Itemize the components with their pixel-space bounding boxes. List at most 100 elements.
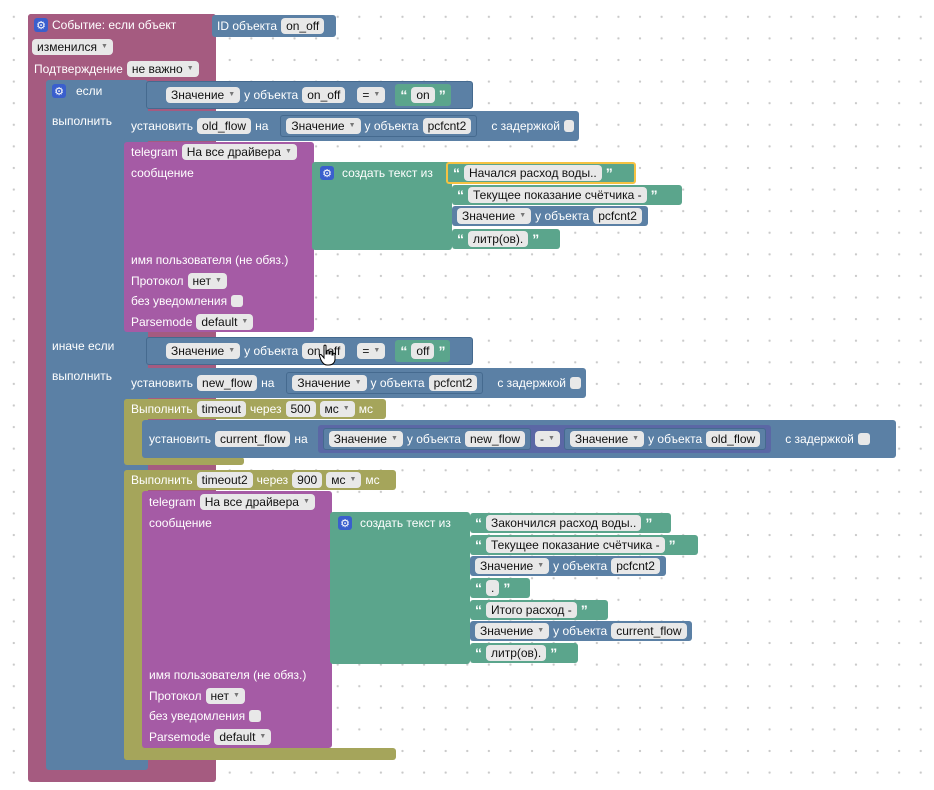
object-field[interactable]: new_flow (464, 431, 525, 447)
set-2-block[interactable]: установить new_flow на Значение▼ у объек… (124, 368, 586, 398)
value-block-a[interactable]: Значение▼ у объекта new_flow (322, 428, 531, 450)
chevron-down-icon: ▼ (232, 692, 240, 699)
confirm-label: Подтверждение (34, 62, 123, 76)
text-field[interactable]: . (486, 580, 500, 596)
text-field[interactable]: литр(ов). (486, 645, 547, 661)
operator-dropdown[interactable]: =▼ (357, 87, 386, 103)
value-block[interactable]: Значение▼ у объекта pcfcnt2 (286, 372, 484, 394)
timeout-ms-field[interactable]: 500 (285, 401, 316, 417)
telegram-1-block[interactable] (124, 142, 314, 332)
telegram-2-block[interactable] (142, 491, 332, 748)
quote-close-icon: ” (645, 515, 653, 531)
silent-checkbox[interactable] (231, 295, 244, 307)
text-item-2[interactable]: “ Текущее показание счётчика - ” (452, 185, 682, 205)
timeout-1-header[interactable]: Выполнить timeout через 500 мс▼ мс (124, 399, 386, 419)
create-text-2-block[interactable] (330, 512, 470, 664)
object-field[interactable]: old_flow (706, 431, 761, 447)
timeout-ms-field[interactable]: 900 (292, 472, 323, 488)
condition-1-block[interactable]: Значение▼ у объекта on_off =▼ “ on ” (146, 81, 473, 109)
value-dropdown[interactable]: Значение▼ (166, 343, 241, 359)
protocol-dropdown[interactable]: нет▼ (187, 273, 227, 289)
quote-close-icon: ” (438, 343, 446, 359)
chevron-down-icon: ▼ (519, 212, 527, 219)
object-field[interactable]: pcfcnt2 (593, 208, 642, 224)
text-item-4[interactable]: “ . ” (470, 578, 530, 598)
to-label: на (294, 432, 308, 446)
gear-icon[interactable]: ⚙ (52, 84, 66, 98)
text-item-5[interactable]: “ Итого расход - ” (470, 600, 608, 620)
text-item-1[interactable]: “ Начался расход воды.. ” (446, 162, 636, 184)
text-item-1[interactable]: “ Закончился расход воды.. ” (470, 513, 671, 533)
value-dropdown[interactable]: Значение▼ (328, 431, 403, 447)
driver-dropdown[interactable]: На все драйвера▼ (199, 494, 315, 510)
value-dropdown[interactable]: Значение▼ (569, 431, 645, 447)
confirm-dropdown[interactable]: не важно▼ (126, 61, 199, 77)
object-field[interactable]: current_flow (611, 623, 687, 639)
object-field[interactable]: pcfcnt2 (428, 375, 478, 391)
variable-field[interactable]: current_flow (215, 431, 291, 447)
value-dropdown[interactable]: Значение▼ (292, 375, 367, 391)
parsemode-dropdown[interactable]: default▼ (196, 314, 254, 330)
gear-icon[interactable]: ⚙ (338, 516, 352, 530)
text-item-3-value[interactable]: Значение▼ у объекта pcfcnt2 (470, 556, 666, 576)
text-field[interactable]: off (411, 343, 435, 359)
variable-field[interactable]: new_flow (197, 375, 258, 391)
value-dropdown[interactable]: Значение▼ (475, 558, 550, 574)
driver-dropdown[interactable]: На все драйвера▼ (181, 144, 297, 160)
value-dropdown[interactable]: Значение▼ (475, 623, 550, 639)
object-id-block[interactable]: ID объекта on_off (212, 15, 336, 37)
delay-checkbox[interactable] (563, 120, 574, 132)
value-dropdown[interactable]: Значение▼ (286, 118, 361, 134)
text-field[interactable]: Закончился расход воды.. (486, 515, 642, 531)
create-text-1-block[interactable] (312, 162, 452, 250)
protocol-dropdown[interactable]: нет▼ (205, 688, 245, 704)
unit-label: мс (365, 473, 380, 487)
text-field[interactable]: Текущее показание счётчика - (486, 537, 665, 553)
parsemode-dropdown[interactable]: default▼ (214, 729, 272, 745)
timeout-2-header[interactable]: Выполнить timeout2 через 900 мс▼ мс (124, 470, 396, 490)
variable-field[interactable]: old_flow (197, 118, 252, 134)
text-field[interactable]: Начался расход воды.. (464, 165, 602, 181)
text-field[interactable]: Текущее показание счётчика - (468, 187, 647, 203)
text-item-4[interactable]: “ литр(ов). ” (452, 229, 560, 249)
value-block-b[interactable]: Значение▼ у объекта old_flow (563, 428, 767, 450)
text-item-3-value[interactable]: Значение▼ у объекта pcfcnt2 (452, 206, 648, 226)
gear-icon[interactable]: ⚙ (34, 18, 48, 32)
object-id-field[interactable]: on_off (281, 18, 325, 34)
value-dropdown[interactable]: Значение▼ (457, 208, 532, 224)
math-block[interactable]: Значение▼ у объекта new_flow -▼ Значение… (317, 425, 772, 453)
delay-checkbox[interactable] (569, 377, 581, 389)
object-field[interactable]: on_off (302, 87, 346, 103)
object-field[interactable]: pcfcnt2 (422, 118, 472, 134)
text-item-2[interactable]: “ Текущее показание счётчика - ” (470, 535, 698, 555)
condition-2-block[interactable]: Значение▼ у объекта on_off =▼ “ off ” (146, 337, 473, 365)
quote-close-icon: ” (503, 580, 511, 596)
parsemode-label: Parsemode (149, 730, 211, 744)
text-field[interactable]: Итого расход - (486, 602, 577, 618)
changed-dropdown[interactable]: изменился▼ (32, 39, 113, 55)
after-label: через (256, 473, 289, 487)
text-literal-block[interactable]: “ off ” (395, 340, 451, 362)
value-dropdown[interactable]: Значение▼ (166, 87, 241, 103)
parsemode-label: Parsemode (131, 315, 193, 329)
operator-dropdown[interactable]: =▼ (357, 343, 386, 359)
text-literal-block[interactable]: “ on ” (395, 84, 451, 106)
text-field[interactable]: литр(ов). (468, 231, 529, 247)
value-block[interactable]: Значение▼ у объекта pcfcnt2 (280, 115, 478, 137)
text-item-7[interactable]: “ литр(ов). ” (470, 643, 578, 663)
text-field[interactable]: on (411, 87, 435, 103)
object-field[interactable]: pcfcnt2 (611, 558, 660, 574)
delay-checkbox[interactable] (857, 433, 870, 445)
unit-dropdown[interactable]: мс▼ (319, 401, 355, 417)
set-1-block[interactable]: установить old_flow на Значение▼ у объек… (124, 111, 579, 141)
silent-checkbox[interactable] (249, 710, 262, 722)
set-3-block[interactable]: установить current_flow на Значение▼ у о… (142, 420, 896, 458)
parsemode-dropdown-value: default (219, 730, 256, 744)
gear-icon[interactable]: ⚙ (320, 166, 334, 180)
set-label: установить (131, 119, 194, 133)
text-item-6-value[interactable]: Значение▼ у объекта current_flow (470, 621, 692, 641)
timeout-name-field[interactable]: timeout2 (196, 472, 253, 488)
timeout-name-field[interactable]: timeout (196, 401, 246, 417)
operator-dropdown[interactable]: -▼ (534, 431, 560, 447)
unit-dropdown[interactable]: мс▼ (326, 472, 362, 488)
